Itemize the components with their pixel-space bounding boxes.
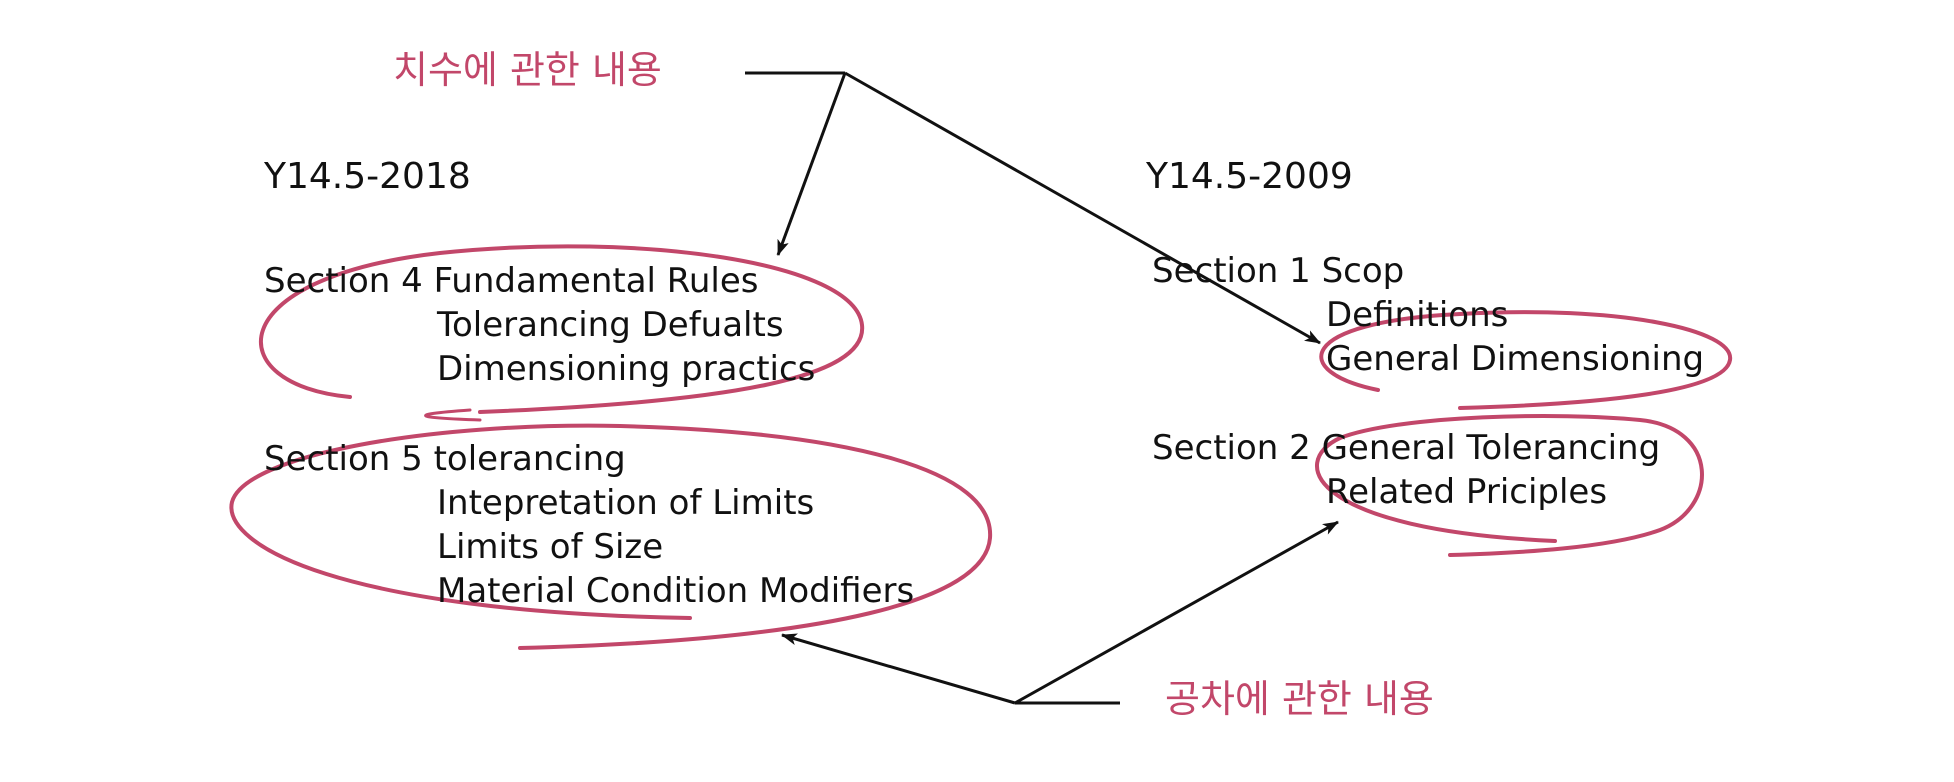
arrow-to-section1 xyxy=(844,71,1321,345)
circle-section2 xyxy=(1315,414,1704,557)
circle-section4 xyxy=(259,244,865,414)
section5-title: Section 5 tolerancing xyxy=(264,439,626,479)
arrow-to-section5 xyxy=(781,633,1016,705)
section5-item: Limits of Size xyxy=(437,527,664,567)
version-2009-heading: Y14.5-2009 xyxy=(1146,156,1353,197)
section1-item: Definitions xyxy=(1326,295,1509,335)
circle-general-dimensioning xyxy=(1319,310,1733,410)
circle-section5 xyxy=(229,423,993,650)
annotation-tolerance-content: 공차에 관한 내용 xyxy=(1165,677,1434,721)
section4-item: Tolerancing Defualts xyxy=(437,305,784,345)
section1-item: General Dimensioning xyxy=(1326,339,1705,379)
section4-title: Section 4 Fundamental Rules xyxy=(264,261,759,301)
section4-item: Dimensioning practics xyxy=(437,349,816,389)
section2-title: Section 2 General Tolerancing xyxy=(1152,428,1661,468)
section5-item: Intepretation of Limits xyxy=(437,483,815,523)
arrow-to-section2 xyxy=(1014,520,1339,705)
section2-item: Related Priciples xyxy=(1326,472,1608,512)
circle-section4-tail xyxy=(424,408,482,422)
arrow-to-section4 xyxy=(776,72,847,256)
section5-item: Material Condition Modifiers xyxy=(437,571,915,611)
annotation-dimension-content: 치수에 관한 내용 xyxy=(393,48,662,92)
version-2018-heading: Y14.5-2018 xyxy=(264,156,471,197)
section1-title: Section 1 Scop xyxy=(1152,251,1405,291)
